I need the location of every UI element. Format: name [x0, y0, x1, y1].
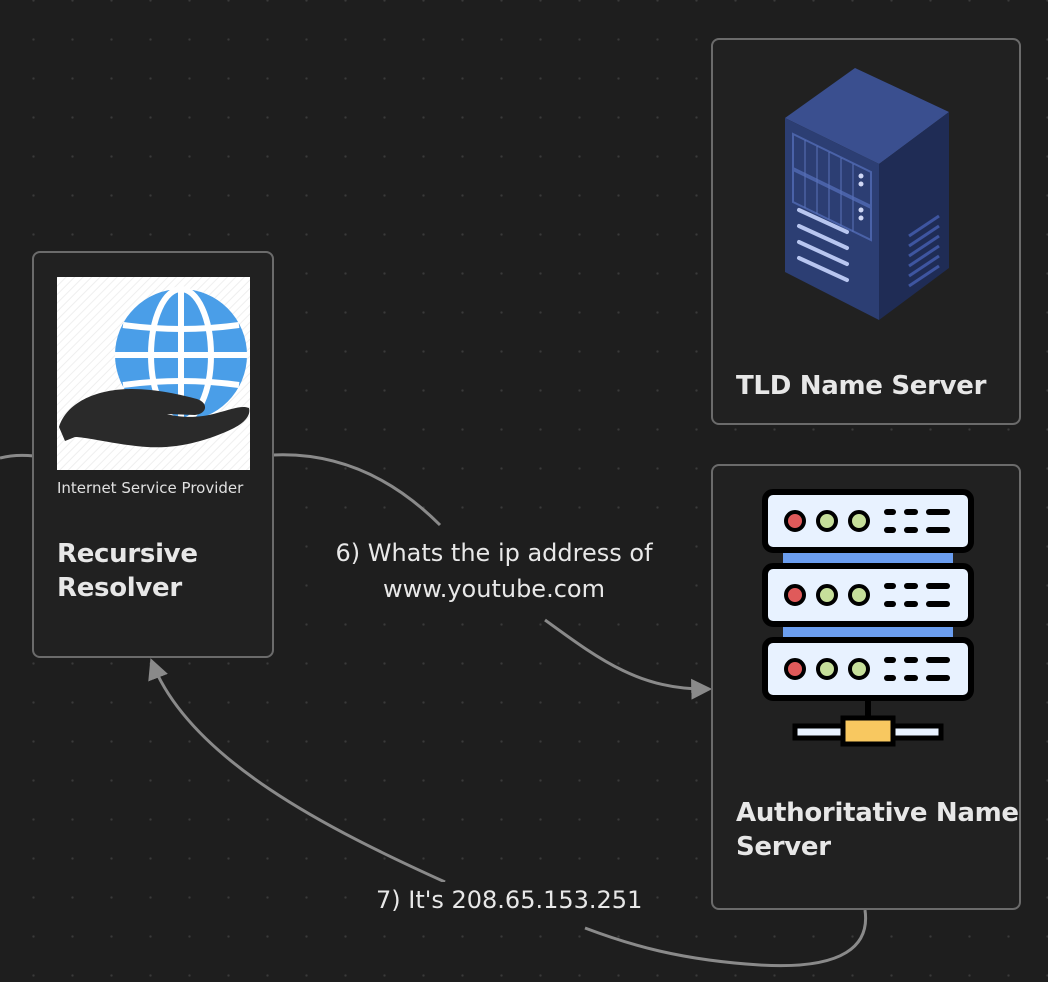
resolver-title: Recursive Resolver	[57, 537, 198, 605]
authoritative-title-line1: Authoritative Name	[736, 798, 1019, 828]
server-rack-network-icon	[762, 489, 974, 747]
resolver-title-line2: Resolver	[57, 573, 182, 603]
query-edge-label[interactable]: 6) Whats the ip address of www.youtube.c…	[328, 535, 660, 607]
authoritative-title-line2: Server	[736, 832, 831, 862]
query-label-line1: 6) Whats the ip address of	[335, 539, 653, 567]
authoritative-name-server-node[interactable]: Authoritative Name Server	[711, 464, 1021, 910]
server-tower-icon	[785, 68, 949, 320]
authoritative-title: Authoritative Name Server	[736, 796, 1019, 864]
query-label-line2: www.youtube.com	[383, 575, 605, 603]
resolver-title-line1: Recursive	[57, 539, 198, 569]
recursive-resolver-node[interactable]: Internet Service Provider Recursive Reso…	[32, 251, 274, 658]
edge-incoming-left	[0, 453, 35, 460]
edge-response-arrow[interactable]	[152, 662, 868, 968]
resolver-image	[57, 277, 250, 470]
response-edge-label[interactable]: 7) It's 208.65.153.251	[370, 882, 649, 918]
globe-hand-icon	[57, 277, 250, 470]
tld-name-server-node[interactable]: TLD Name Server	[711, 38, 1021, 425]
tld-title: TLD Name Server	[736, 371, 987, 401]
resolver-subtitle: Internet Service Provider	[57, 479, 244, 497]
edge-query-arrow[interactable]	[272, 453, 708, 689]
